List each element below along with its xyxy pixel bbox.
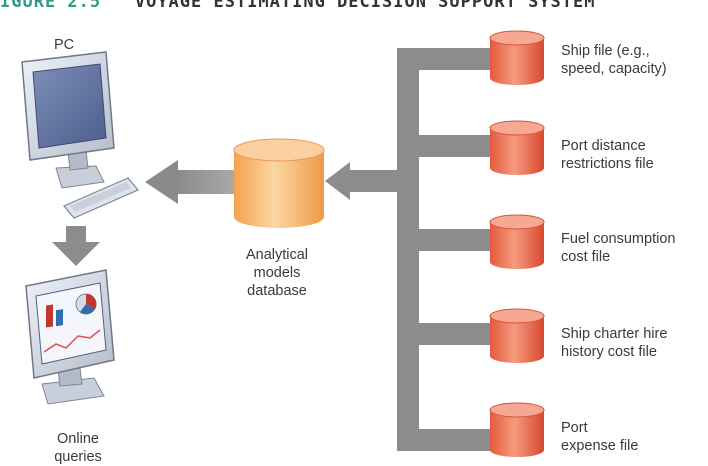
file-label-port-expense: Port expense file: [561, 420, 639, 454]
pc-label: PC: [54, 37, 75, 53]
arrow-database-to-pc: [145, 160, 235, 204]
database-label: Analytical models database: [245, 247, 309, 299]
online-queries-label: Online queries: [54, 431, 102, 465]
file-cylinders: [489, 30, 545, 457]
arrow-pc-to-queries: [52, 226, 100, 266]
figure-title: VOYAGE ESTIMATING DECISION SUPPORT SYSTE…: [134, 0, 596, 12]
ship-file-cylinder: [489, 30, 545, 85]
file-label-ship: Ship file (e.g., speed, capacity): [561, 43, 667, 77]
file-connector-bus: [350, 48, 491, 451]
analytical-database-cylinder: [233, 138, 325, 228]
fuel-cost-cylinder: [489, 214, 545, 269]
figure-number: IGURE 2.5: [0, 0, 102, 12]
file-label-charter-hire: Ship charter hire history cost file: [561, 326, 668, 360]
port-distance-cylinder: [489, 120, 545, 175]
figure-caption: IGURE 2.5 VOYAGE ESTIMATING DECISION SUP…: [0, 0, 595, 12]
online-queries-monitor-icon: [25, 269, 115, 405]
port-expense-cylinder: [489, 402, 545, 457]
charter-hire-cylinder: [489, 308, 545, 363]
pc-computer-icon: [21, 51, 139, 219]
file-label-port-distance: Port distance restrictions file: [561, 138, 654, 172]
file-label-fuel: Fuel consumption cost file: [561, 231, 676, 265]
arrow-files-to-database: [325, 162, 350, 200]
